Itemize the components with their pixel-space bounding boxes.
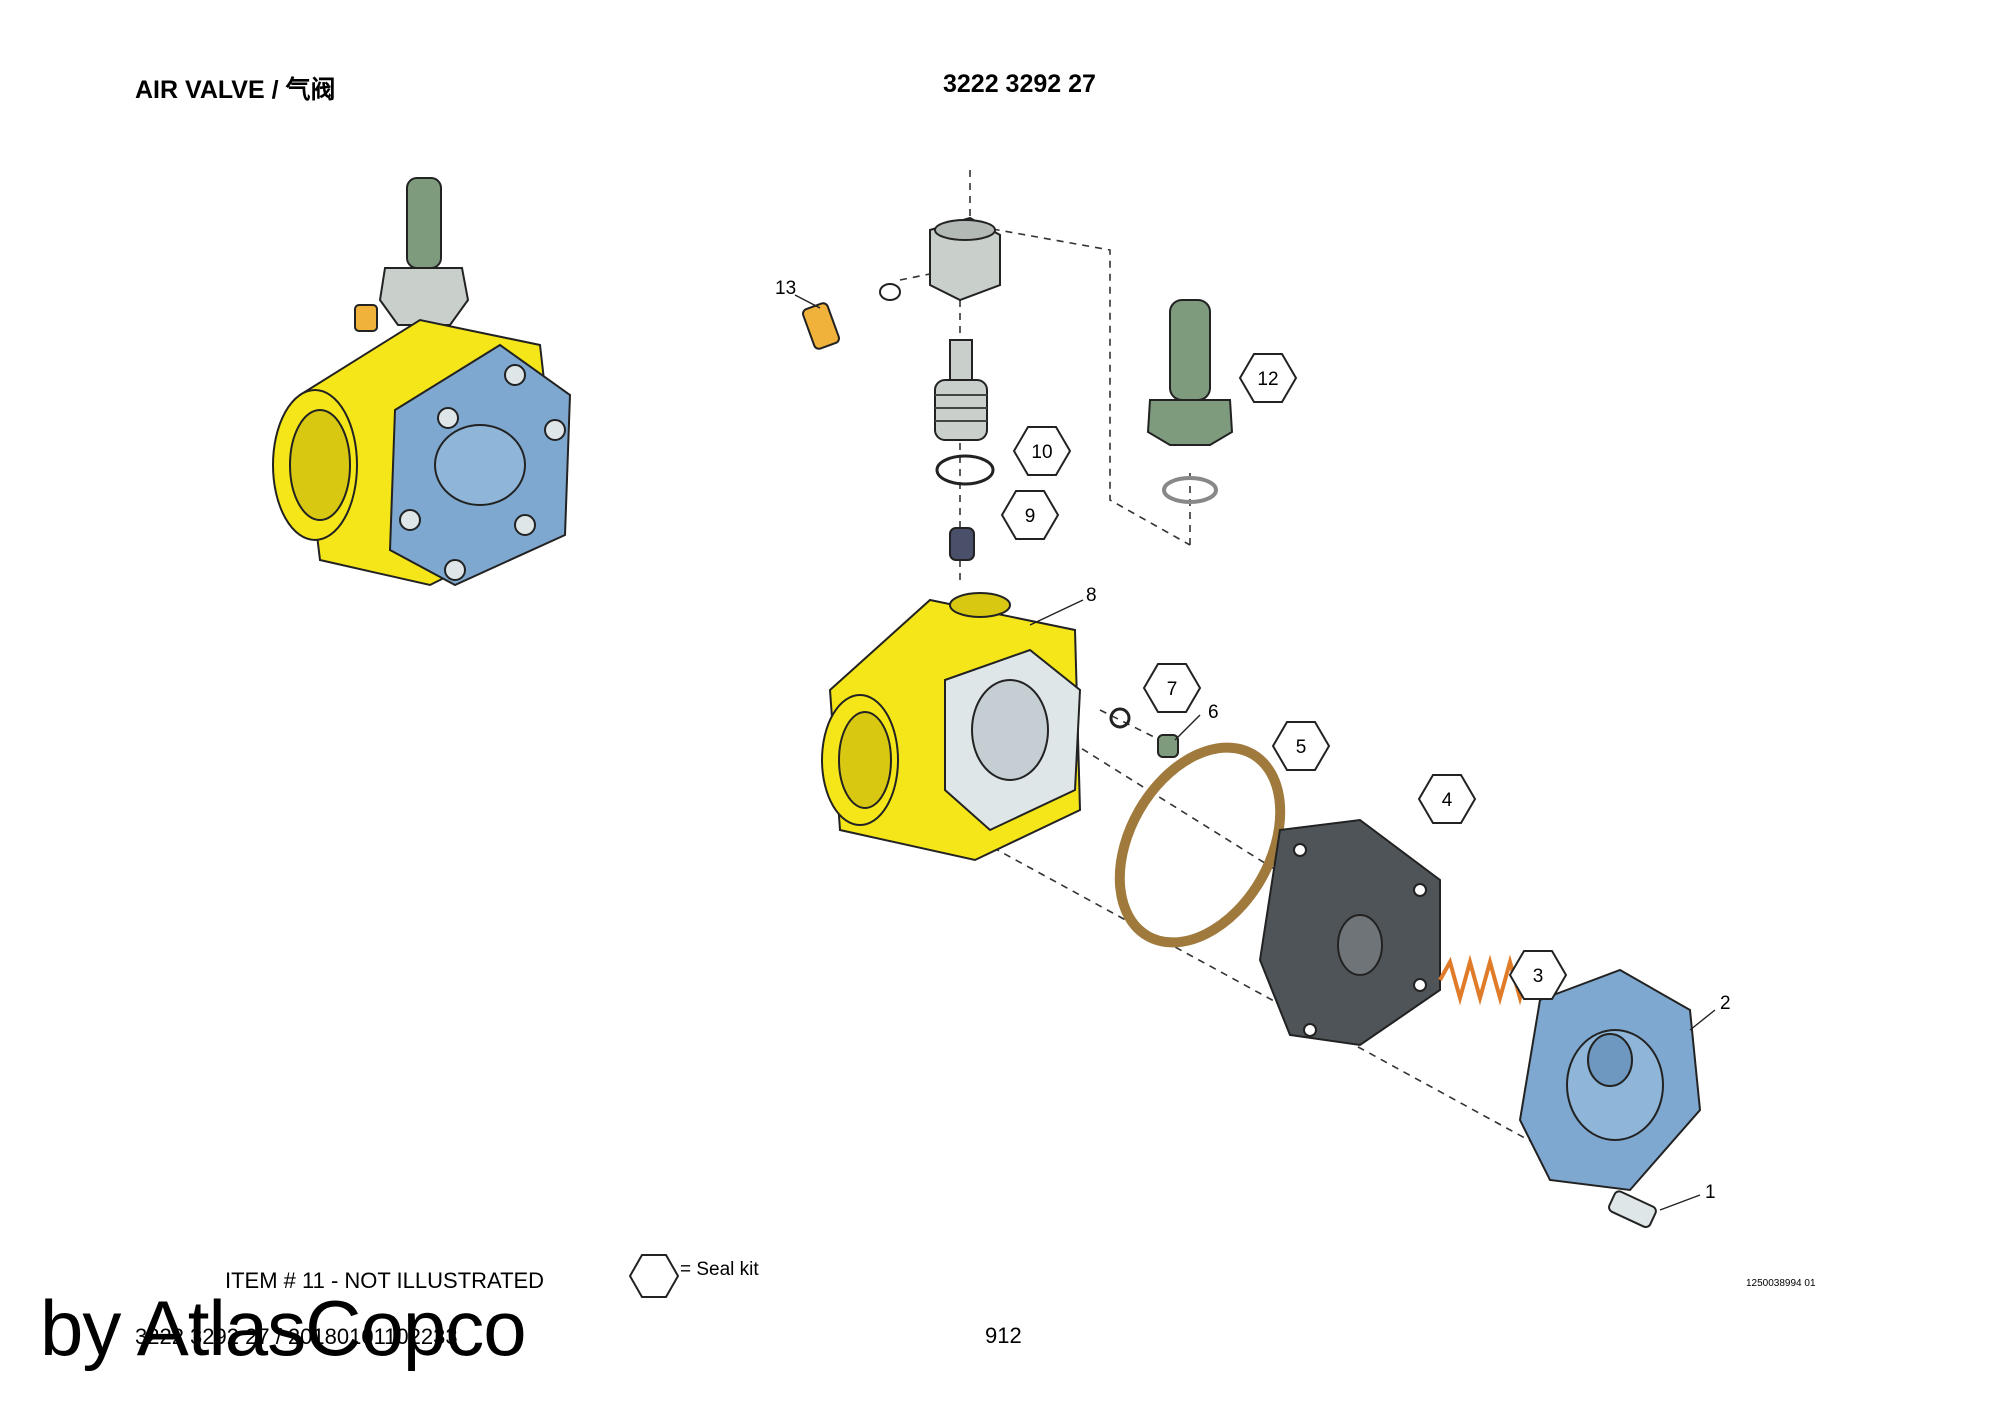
- callouts: 12 10 9 7 5 4 3 13 8 6 2 1: [775, 278, 1731, 1203]
- part-5-gasket: [1114, 742, 1286, 948]
- svg-text:7: 7: [1167, 679, 1178, 700]
- not-illustrated-note: ITEM # 11 - NOT ILLUSTRATED: [225, 1268, 545, 1293]
- svg-text:5: 5: [1296, 737, 1307, 758]
- nut-fitting: [929, 216, 1001, 302]
- svg-text:10: 10: [1031, 442, 1052, 463]
- callout-10: 10: [1012, 426, 1072, 476]
- part-10-o-ring: [935, 454, 995, 486]
- part-12-fitting: [1146, 299, 1234, 504]
- part-6-plug: [1157, 734, 1179, 758]
- part-7-seal: [1109, 707, 1131, 729]
- document-title: AIR VALVE / 气阀: [135, 76, 336, 104]
- callout-6: 6: [1208, 702, 1219, 723]
- callout-13: 13: [775, 278, 796, 299]
- callout-12: 12: [1238, 353, 1298, 403]
- callout-3: 3: [1508, 950, 1568, 1000]
- part-9-nozzle: [949, 527, 975, 561]
- callout-9: 9: [1000, 490, 1060, 540]
- plunger: [934, 339, 988, 441]
- callout-2: 2: [1720, 993, 1731, 1014]
- callout-4: 4: [1417, 774, 1477, 824]
- assembled-valve-illustration: [272, 177, 572, 587]
- part-2-cover: [1518, 968, 1702, 1192]
- svg-text:9: 9: [1025, 506, 1036, 527]
- part-1-bolt: [1608, 1190, 1657, 1229]
- legend-label: = Seal kit: [680, 1259, 759, 1280]
- page-number: 912: [985, 1323, 1022, 1348]
- part-number: 3222 3292 27: [943, 70, 1096, 98]
- drawing-number: 1250038994 01: [1746, 1278, 1816, 1289]
- seal-kit-hexagon-icon: [628, 1254, 680, 1298]
- part-4-diaphragm: [1258, 818, 1441, 1047]
- leader-lines: [794, 294, 1716, 1211]
- watermark: by AtlasCopco: [40, 1284, 527, 1372]
- part-13-screw: [802, 283, 901, 350]
- footer-doc-ref: 3222 3292 27 / 20180101102233: [135, 1324, 458, 1349]
- svg-text:4: 4: [1442, 790, 1453, 811]
- part-8-valve-body: [821, 592, 1082, 862]
- svg-text:12: 12: [1257, 369, 1278, 390]
- callout-1: 1: [1705, 1182, 1716, 1203]
- callout-5: 5: [1271, 721, 1331, 771]
- callout-8: 8: [1086, 585, 1097, 606]
- callout-7: 7: [1142, 663, 1202, 713]
- svg-text:3: 3: [1533, 966, 1544, 987]
